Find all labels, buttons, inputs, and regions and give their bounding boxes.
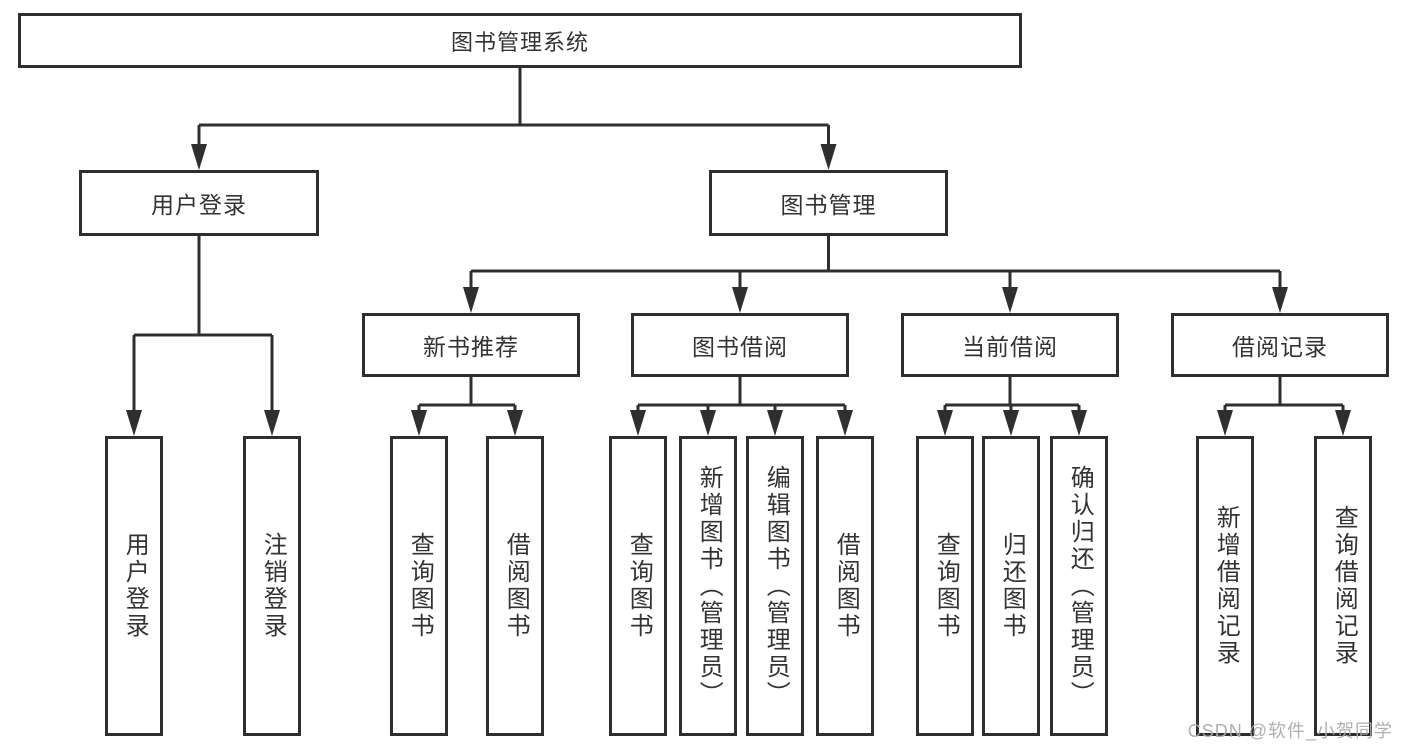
arrowhead xyxy=(820,144,837,170)
leaf-label: 查询借阅记录 xyxy=(1330,505,1358,667)
csdn-watermark: CSDN @软件_小贺同学 xyxy=(1187,721,1393,741)
leaf-label: 用户登录 xyxy=(121,532,149,640)
leaf-query-borrow-record: 查询借阅记录 xyxy=(1314,436,1372,736)
leaf-add-borrow-record: 新增借阅记录 xyxy=(1196,436,1254,736)
leaf-label: 借阅图书 xyxy=(832,532,860,640)
leaf-query-books-newbook: 查询图书 xyxy=(390,436,448,736)
node-new-book-recommend: 新书推荐 xyxy=(362,313,580,377)
leaf-query-books-borrow: 查询图书 xyxy=(609,436,667,736)
leaf-borrow-books-newbook: 借阅图书 xyxy=(486,436,544,736)
arrowhead xyxy=(630,410,646,436)
arrowhead xyxy=(767,410,783,436)
connector-current-to-leaves xyxy=(943,377,1081,412)
arrowhead xyxy=(1217,410,1233,436)
arrowhead xyxy=(700,410,716,436)
arrowhead xyxy=(732,287,748,313)
connector-borrow-to-leaves xyxy=(636,377,847,412)
leaf-borrow-books: 借阅图书 xyxy=(816,436,874,736)
leaf-add-book-admin: 新增图书（管理员） xyxy=(679,436,737,736)
arrowhead xyxy=(191,144,207,170)
leaf-label: 编辑图书（管理员） xyxy=(762,464,790,708)
arrowhead xyxy=(411,410,427,436)
leaf-label: 新增图书（管理员） xyxy=(695,464,723,708)
arrowhead xyxy=(1003,410,1019,436)
leaf-edit-book-admin: 编辑图书（管理员） xyxy=(746,436,804,736)
node-current-borrow: 当前借阅 xyxy=(901,313,1119,377)
node-user-login: 用户登录 xyxy=(79,170,319,236)
arrowhead xyxy=(1071,410,1087,436)
arrowhead xyxy=(264,410,280,436)
node-label: 借阅记录 xyxy=(1232,334,1328,360)
arrowhead xyxy=(126,410,142,436)
leaf-label: 查询图书 xyxy=(406,532,434,640)
node-borrow-records: 借阅记录 xyxy=(1171,313,1389,377)
arrowhead xyxy=(837,410,853,436)
arrowhead xyxy=(1002,287,1018,313)
leaf-label: 查询图书 xyxy=(932,532,960,640)
leaf-label: 新增借阅记录 xyxy=(1212,505,1240,667)
node-library-management-system: 图书管理系统 xyxy=(18,13,1022,68)
node-book-management: 图书管理 xyxy=(709,170,948,236)
leaf-confirm-return-admin: 确认归还（管理员） xyxy=(1050,436,1108,736)
node-label: 图书管理系统 xyxy=(450,29,589,55)
node-book-borrow: 图书借阅 xyxy=(631,313,849,377)
connector-newbook-to-leaves xyxy=(417,377,517,412)
arrowhead xyxy=(1272,287,1288,313)
node-label: 新书推荐 xyxy=(423,334,519,360)
connector-bookmgmt-to-level3 xyxy=(469,236,1282,291)
node-label: 当前借阅 xyxy=(962,334,1058,360)
node-label: 用户登录 xyxy=(151,192,247,218)
arrowhead xyxy=(1335,410,1351,436)
leaf-label: 查询图书 xyxy=(625,532,653,640)
leaf-logout: 注销登录 xyxy=(243,436,301,736)
leaf-label: 确认归还（管理员） xyxy=(1066,464,1094,708)
node-label: 图书借阅 xyxy=(692,334,788,360)
arrowhead xyxy=(463,287,479,313)
arrowhead xyxy=(507,410,523,436)
connector-records-to-leaves xyxy=(1223,377,1345,412)
leaf-user-login: 用户登录 xyxy=(105,436,163,736)
leaf-label: 归还图书 xyxy=(998,532,1026,640)
leaf-query-books-current: 查询图书 xyxy=(916,436,974,736)
arrowhead xyxy=(937,410,953,436)
connector-root-to-level2 xyxy=(197,68,830,146)
leaf-label: 借阅图书 xyxy=(502,532,530,640)
leaf-return-books: 归还图书 xyxy=(982,436,1040,736)
connector-userlogin-to-leaves xyxy=(132,236,274,412)
node-label: 图书管理 xyxy=(780,192,877,218)
leaf-label: 注销登录 xyxy=(259,532,287,640)
